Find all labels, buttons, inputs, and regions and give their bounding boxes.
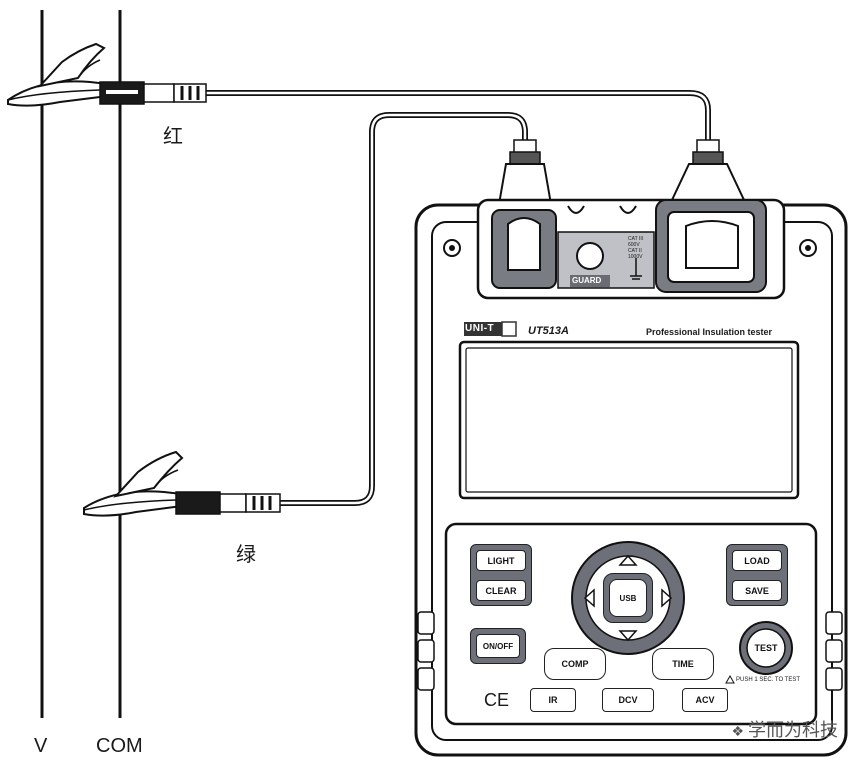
- red-alligator-clip: [7, 42, 207, 107]
- comp-button[interactable]: COMP: [544, 648, 606, 680]
- green-alligator-clip: [83, 450, 281, 517]
- save-button[interactable]: SAVE: [732, 580, 782, 601]
- arrow-down-icon[interactable]: [618, 630, 638, 642]
- test-hint: PUSH 1 SEC. TO TEST: [736, 677, 801, 683]
- arrow-left-icon[interactable]: [583, 588, 595, 608]
- screw-top-right: [799, 239, 817, 257]
- wechat-icon: ❖: [731, 723, 744, 739]
- rail-com-label: COM: [96, 735, 143, 757]
- watermark: ❖学而为科技: [731, 720, 838, 740]
- arrow-right-icon[interactable]: [661, 588, 673, 608]
- brand-logo: UNI-T: [465, 323, 495, 334]
- test-button[interactable]: TEST: [754, 643, 778, 653]
- guard-label: GUARD: [572, 276, 602, 285]
- usb-button[interactable]: USB: [609, 579, 647, 617]
- acv-button[interactable]: ACV: [682, 688, 728, 712]
- arrow-up-icon[interactable]: [618, 554, 638, 566]
- time-button[interactable]: TIME: [652, 648, 714, 680]
- ce-mark: CE: [484, 690, 510, 710]
- insulation-tester: [414, 198, 848, 757]
- dcv-button[interactable]: DCV: [602, 688, 654, 712]
- ir-button[interactable]: IR: [530, 688, 576, 712]
- load-button[interactable]: LOAD: [732, 550, 782, 571]
- red-lead-wire: [205, 90, 711, 150]
- red-wire-label: 红: [163, 126, 183, 148]
- model-label: UT513A: [528, 325, 569, 337]
- green-wire-label: 绿: [236, 544, 256, 566]
- light-button[interactable]: LIGHT: [476, 550, 526, 571]
- rail-v-label: V: [34, 735, 48, 757]
- screw-top-left: [443, 239, 461, 257]
- terminal-rating: CAT III 600V CAT II 1000V: [628, 236, 644, 260]
- clear-button[interactable]: CLEAR: [476, 580, 526, 601]
- device-description: Professional Insulation tester: [646, 327, 773, 337]
- red-lead-plug: [670, 139, 746, 201]
- on-off-button[interactable]: ON/OFF: [476, 634, 520, 658]
